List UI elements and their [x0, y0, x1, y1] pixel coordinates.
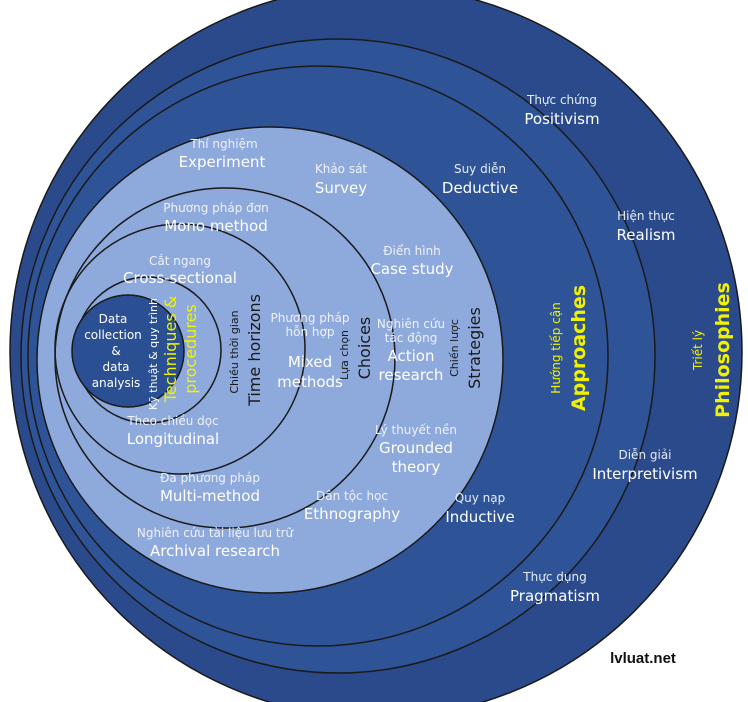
philosophies-label-en: Philosophies — [712, 282, 734, 418]
time-horizons-label-vi: Chiều thời gian — [228, 310, 241, 393]
positivism-vi: Thực chứng — [526, 93, 597, 107]
survey-vi: Khảo sát — [315, 162, 368, 176]
inductive-en: Inductive — [445, 508, 514, 526]
strategies-label-vi: Chiến lược — [448, 319, 461, 377]
interpretivism-en: Interpretivism — [592, 465, 697, 483]
multi-method-vi: Đa phương pháp — [160, 471, 260, 485]
cross-sectional-vi: Cắt ngang — [149, 254, 211, 268]
techniques-label-en-2: procedures — [181, 304, 200, 394]
core-line-2: collection — [84, 328, 142, 342]
deductive-en: Deductive — [442, 179, 518, 197]
action-research-vi-1: Nghiên cứu — [377, 317, 445, 331]
longitudinal-en: Longitudinal — [127, 430, 219, 448]
choices-layer — [36, 126, 504, 594]
pragmatism-en: Pragmatism — [510, 587, 600, 605]
action-research-vi-2: tác động — [385, 331, 438, 345]
philosophies-label-vi: Triết lý — [691, 330, 705, 371]
ethnography-en: Ethnography — [304, 505, 400, 523]
archival-research-vi: Nghiên cứu tài liệu lưu trữ — [137, 526, 295, 540]
cross-sectional-en: Cross-sectional — [123, 269, 237, 287]
approaches-label-en: Approaches — [568, 285, 590, 411]
multi-method-en: Multi-method — [160, 487, 260, 505]
positivism-en: Positivism — [524, 110, 599, 128]
mono-method-en: Mono method — [164, 217, 268, 235]
survey-en: Survey — [315, 179, 367, 197]
interpretivism-vi: Diễn giải — [618, 448, 671, 462]
action-research-en-1: Action — [388, 347, 435, 365]
core-line-5: analysis — [92, 376, 141, 390]
archival-research-en: Archival research — [150, 542, 280, 560]
choices-label-vi: Lựa chọn — [338, 330, 351, 380]
realism-en: Realism — [617, 226, 676, 244]
core-line-1: Data — [99, 312, 128, 326]
grounded-theory-en-1: Grounded — [379, 439, 453, 457]
inductive-vi: Quy nạp — [455, 491, 506, 505]
core-line-4: data — [102, 360, 129, 374]
choices-label-en: Choices — [355, 317, 374, 380]
techniques-label-en-1: Techniques & — [161, 296, 180, 403]
pragmatism-vi: Thực dụng — [522, 570, 586, 584]
deductive-vi: Suy diễn — [454, 162, 506, 176]
techniques-layer — [54, 223, 306, 475]
mixed-methods-vi-1: Phương pháp — [270, 311, 349, 325]
data-collection-core — [71, 294, 185, 408]
watermark: lvluat.net — [610, 650, 676, 667]
experiment-en: Experiment — [179, 153, 266, 171]
mixed-methods-en-2: methods — [277, 373, 343, 391]
case-study-en: Case study — [370, 260, 453, 278]
longitudinal-vi: Theo chiều dọc — [126, 414, 218, 428]
mixed-methods-en-1: Mixed — [288, 353, 332, 371]
grounded-theory-en-2: theory — [392, 458, 441, 476]
action-research-en-2: research — [379, 366, 444, 384]
mono-method-vi: Phương pháp đơn — [163, 201, 268, 215]
techniques-label-vi: Kỹ thuật & quy trình — [147, 298, 160, 410]
core-line-3: & — [111, 344, 120, 358]
mixed-methods-vi-2: hỗn hợp — [286, 325, 335, 339]
approaches-label-vi: Hướng tiếp cận — [549, 302, 563, 393]
ethnography-vi: Dân tộc học — [316, 489, 388, 503]
case-study-vi: Điển hình — [383, 244, 441, 258]
time-horizons-label-en: Time horizons — [245, 294, 264, 407]
strategies-label-en: Strategies — [465, 307, 484, 389]
realism-vi: Hiện thực — [617, 209, 675, 223]
experiment-vi: Thí nghiệm — [189, 137, 257, 151]
grounded-theory-vi: Lý thuyết nền — [375, 423, 457, 437]
